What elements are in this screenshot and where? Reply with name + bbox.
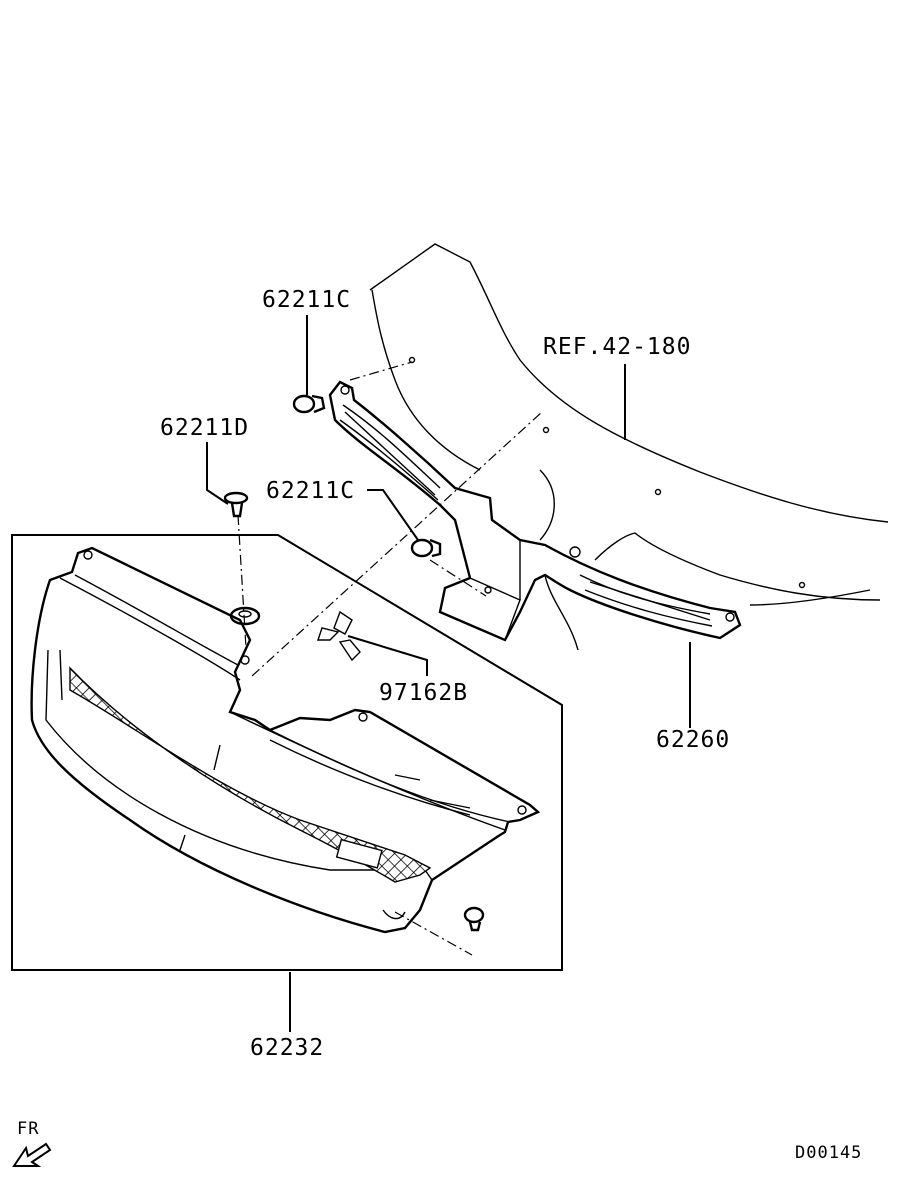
front-direction-arrow-icon [12,1142,52,1167]
clip-bottom [463,906,485,932]
label-clip-mid: 62211C [266,478,355,504]
grille-box [11,534,563,971]
alignment-lines [237,361,543,956]
clip-d [223,491,249,518]
clip-top [292,394,326,414]
label-emblem: 97162B [379,680,468,706]
label-direction: FR [17,1119,39,1139]
drawing-code: D00145 [795,1143,862,1163]
label-clip-d: 62211D [160,415,249,441]
label-grille-assembly: 62232 [250,1035,324,1061]
hood-panel [369,243,889,606]
leaders [206,315,691,1032]
grille [30,546,541,934]
label-reference: REF.42-180 [543,334,691,360]
label-grille-bracket: 62260 [656,727,730,753]
clip-mid [410,538,442,558]
emblem [317,610,361,662]
label-clip-top: 62211C [262,287,351,313]
grille-bracket [328,380,742,651]
